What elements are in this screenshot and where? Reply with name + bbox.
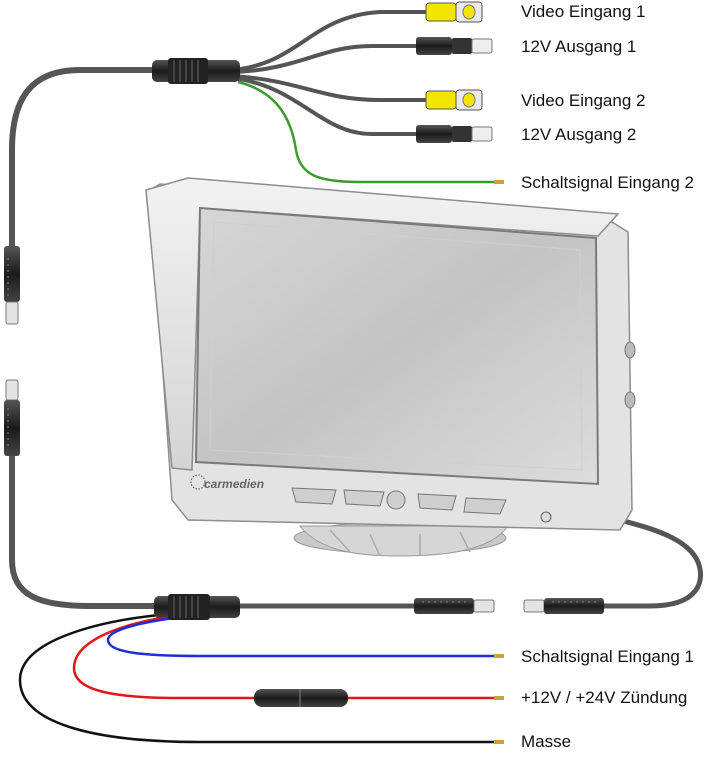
wire-ground (18, 612, 496, 744)
label-ignition: +12V / +24V Zündung (521, 688, 688, 707)
front-button-2 (343, 489, 385, 507)
upper-junction (152, 58, 240, 84)
lower-junction (154, 594, 240, 620)
side-button-upper (624, 341, 636, 359)
cable-video-2 (230, 74, 430, 102)
left-plug-upper (4, 246, 20, 325)
power-led (540, 511, 552, 523)
label-ground: Masse (521, 732, 572, 751)
sun-visor (145, 177, 620, 471)
monitor-stand (293, 521, 509, 557)
lower-plug-left (414, 598, 495, 614)
side-button-lower (624, 391, 636, 409)
wire-switch-1 (106, 616, 496, 658)
front-button-4 (463, 497, 507, 515)
label-video-in-2: Video Eingang 2 (521, 91, 646, 110)
label-switch-in-2: Schaltsignal Eingang 2 (521, 173, 694, 192)
front-button-3 (417, 493, 457, 511)
front-button-1 (291, 487, 337, 505)
monitor: carmedien (145, 177, 636, 557)
wire-tip-switch-1 (494, 654, 504, 658)
cable-main-left (9, 67, 163, 251)
rca-connector-video-1 (425, 1, 483, 23)
wire-switch-2 (237, 80, 496, 184)
label-12v-out-2: 12V Ausgang 2 (521, 125, 637, 144)
front-button-center (386, 490, 406, 510)
wire-ignition (72, 614, 496, 700)
fuse-holder (254, 689, 348, 707)
label-12v-out-1: 12V Ausgang 1 (521, 37, 637, 56)
cable-main-lower (9, 456, 160, 609)
dc-plug-12v-2 (416, 125, 493, 143)
wire-tip-ground (494, 740, 504, 744)
label-video-in-1: Video Eingang 1 (521, 2, 646, 21)
brand-text: carmedien (204, 477, 264, 491)
cable-12v-1 (230, 44, 420, 74)
wire-tip-ignition (494, 696, 504, 700)
lower-plug-right (523, 598, 604, 614)
rca-connector-video-2 (425, 89, 483, 111)
carmedien-logo: carmedien (190, 474, 264, 491)
dc-plug-12v-1 (416, 37, 493, 55)
wire-tip-switch-2 (494, 180, 504, 184)
left-plug-lower (4, 379, 20, 456)
label-switch-in-1: Schaltsignal Eingang 1 (521, 647, 694, 666)
monitor-screen (194, 206, 600, 486)
cable-video-1 (230, 10, 430, 72)
upper-harness (9, 10, 430, 251)
cable-monitor (604, 517, 703, 609)
cable-12v-2 (230, 76, 420, 136)
